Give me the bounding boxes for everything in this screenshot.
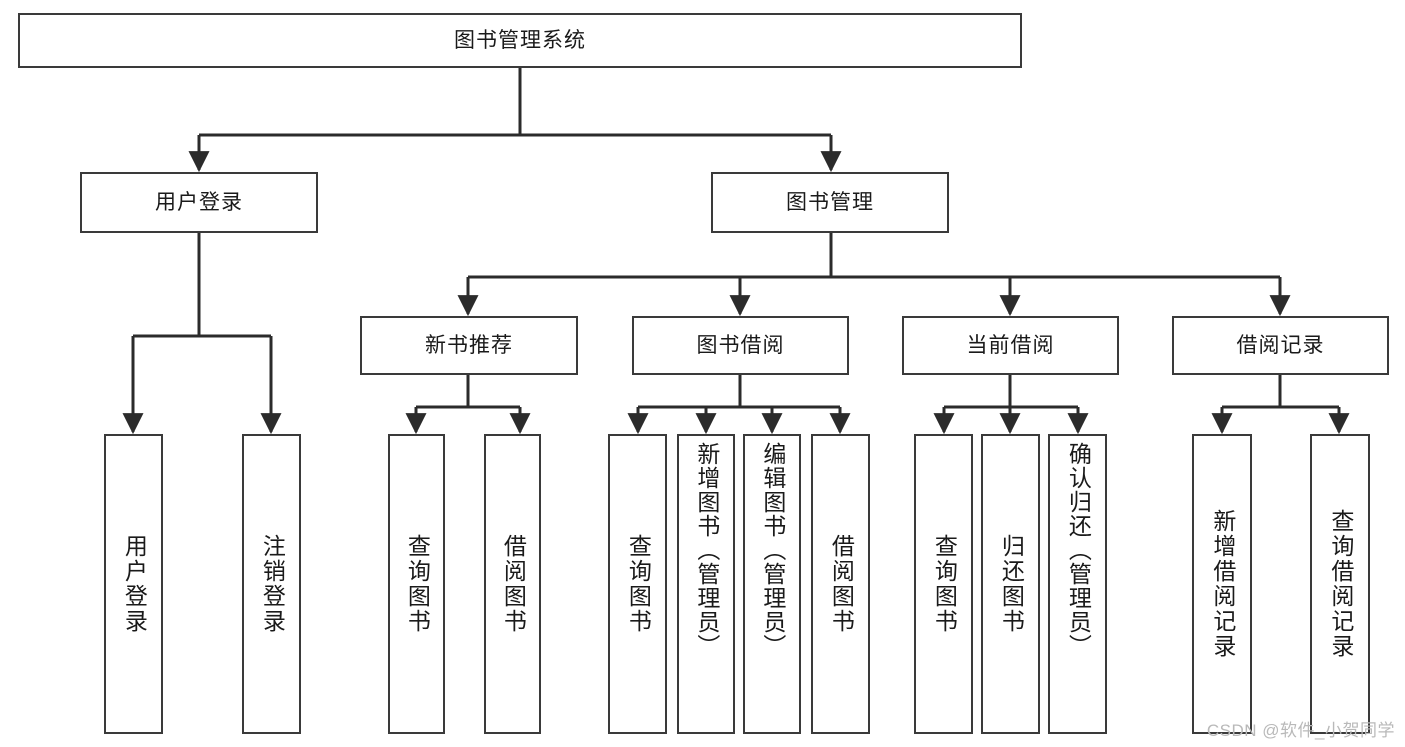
node-borrow-record[interactable]: 借阅记录: [1172, 316, 1389, 375]
leaf-user-login[interactable]: 用户登录: [104, 434, 163, 734]
leaf-edit-book[interactable]: 编辑图书（管理员）: [743, 434, 801, 734]
node-book-manage-label: 图书管理: [786, 190, 874, 214]
node-book-borrow[interactable]: 图书借阅: [632, 316, 849, 375]
leaf-add-record[interactable]: 新增借阅记录: [1192, 434, 1252, 734]
leaf-query-book-1[interactable]: 查询图书: [388, 434, 445, 734]
node-new-book-recommend-label: 新书推荐: [425, 333, 513, 357]
node-root[interactable]: 图书管理系统: [18, 13, 1022, 68]
leaf-query-record-label: 查询借阅记录: [1327, 509, 1354, 659]
node-user-login-label: 用户登录: [155, 190, 243, 214]
leaf-query-book-3-label: 查询图书: [931, 534, 958, 634]
leaf-borrow-book-1[interactable]: 借阅图书: [484, 434, 541, 734]
csdn-watermark: CSDN @软件_小贺同学: [1206, 721, 1395, 740]
node-user-login[interactable]: 用户登录: [80, 172, 318, 233]
node-root-label: 图书管理系统: [454, 28, 586, 52]
leaf-add-record-label: 新增借阅记录: [1209, 509, 1236, 659]
node-new-book-recommend[interactable]: 新书推荐: [360, 316, 578, 375]
leaf-confirm-return[interactable]: 确认归还（管理员）: [1048, 434, 1107, 734]
leaf-borrow-book-1-label: 借阅图书: [500, 534, 527, 634]
leaf-query-book-1-label: 查询图书: [404, 534, 431, 634]
leaf-borrow-book-2-label: 借阅图书: [828, 534, 855, 634]
leaf-query-book-3[interactable]: 查询图书: [914, 434, 973, 734]
node-book-borrow-label: 图书借阅: [696, 333, 785, 357]
node-book-manage[interactable]: 图书管理: [711, 172, 949, 233]
leaf-logout-label: 注销登录: [259, 534, 286, 634]
leaf-query-record[interactable]: 查询借阅记录: [1310, 434, 1370, 734]
leaf-return-book[interactable]: 归还图书: [981, 434, 1040, 734]
leaf-query-book-2-label: 查询图书: [625, 534, 652, 634]
node-current-borrow-label: 当前借阅: [966, 333, 1055, 357]
leaf-query-book-2[interactable]: 查询图书: [608, 434, 667, 734]
leaf-add-book-label: 新增图书（管理员）: [693, 442, 720, 658]
leaf-confirm-return-label: 确认归还（管理员）: [1065, 442, 1092, 658]
leaf-return-book-label: 归还图书: [998, 534, 1025, 634]
leaf-add-book[interactable]: 新增图书（管理员）: [677, 434, 735, 734]
node-borrow-record-label: 借阅记录: [1236, 333, 1325, 357]
leaf-edit-book-label: 编辑图书（管理员）: [759, 442, 786, 658]
leaf-user-login-label: 用户登录: [121, 534, 148, 634]
leaf-logout[interactable]: 注销登录: [242, 434, 301, 734]
node-current-borrow[interactable]: 当前借阅: [902, 316, 1119, 375]
leaf-borrow-book-2[interactable]: 借阅图书: [811, 434, 870, 734]
